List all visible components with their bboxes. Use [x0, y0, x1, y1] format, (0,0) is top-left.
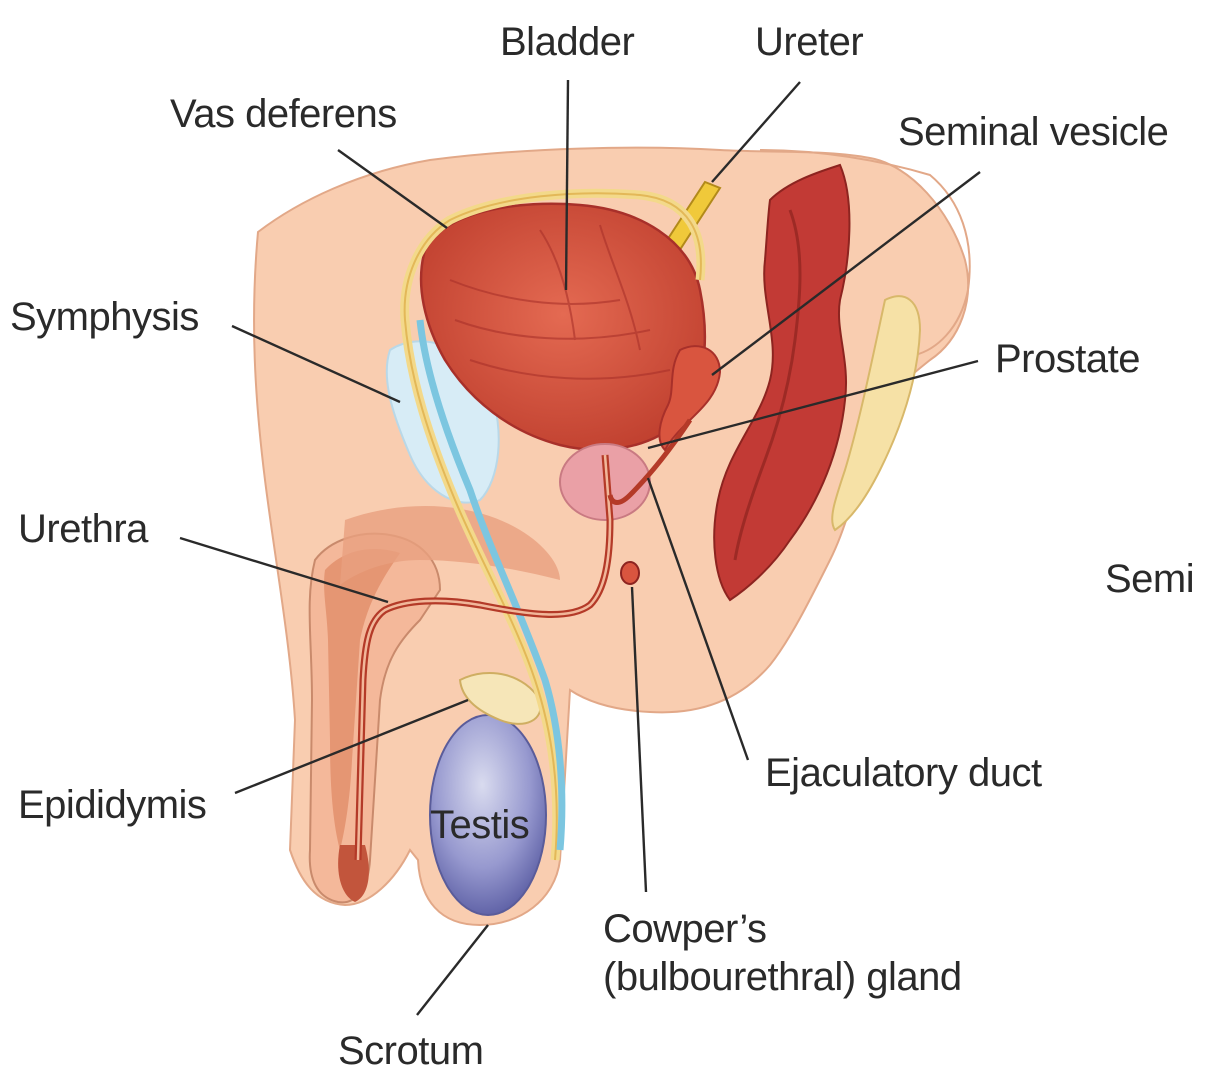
label-epididymis: Epididymis — [18, 783, 206, 827]
label-scrotum: Scrotum — [338, 1029, 483, 1073]
label-testis: Testis — [430, 803, 529, 847]
label-cowpers-line2: (bulbourethral) gland — [603, 955, 962, 999]
label-urethra: Urethra — [18, 507, 149, 551]
label-vas-deferens: Vas deferens — [170, 92, 397, 136]
label-seminal-vesicle: Seminal vesicle — [898, 110, 1168, 154]
label-symphysis: Symphysis — [10, 295, 199, 339]
label-ejaculatory-duct: Ejaculatory duct — [765, 751, 1042, 795]
cowpers-gland-organ — [621, 562, 639, 584]
label-semi-partial: Semi — [1105, 557, 1194, 601]
leader-scrotum — [417, 925, 488, 1015]
label-prostate: Prostate — [995, 337, 1140, 381]
label-cowpers-line1: Cowper’s — [603, 907, 766, 951]
label-ureter: Ureter — [755, 20, 863, 64]
label-bladder: Bladder — [500, 20, 635, 64]
